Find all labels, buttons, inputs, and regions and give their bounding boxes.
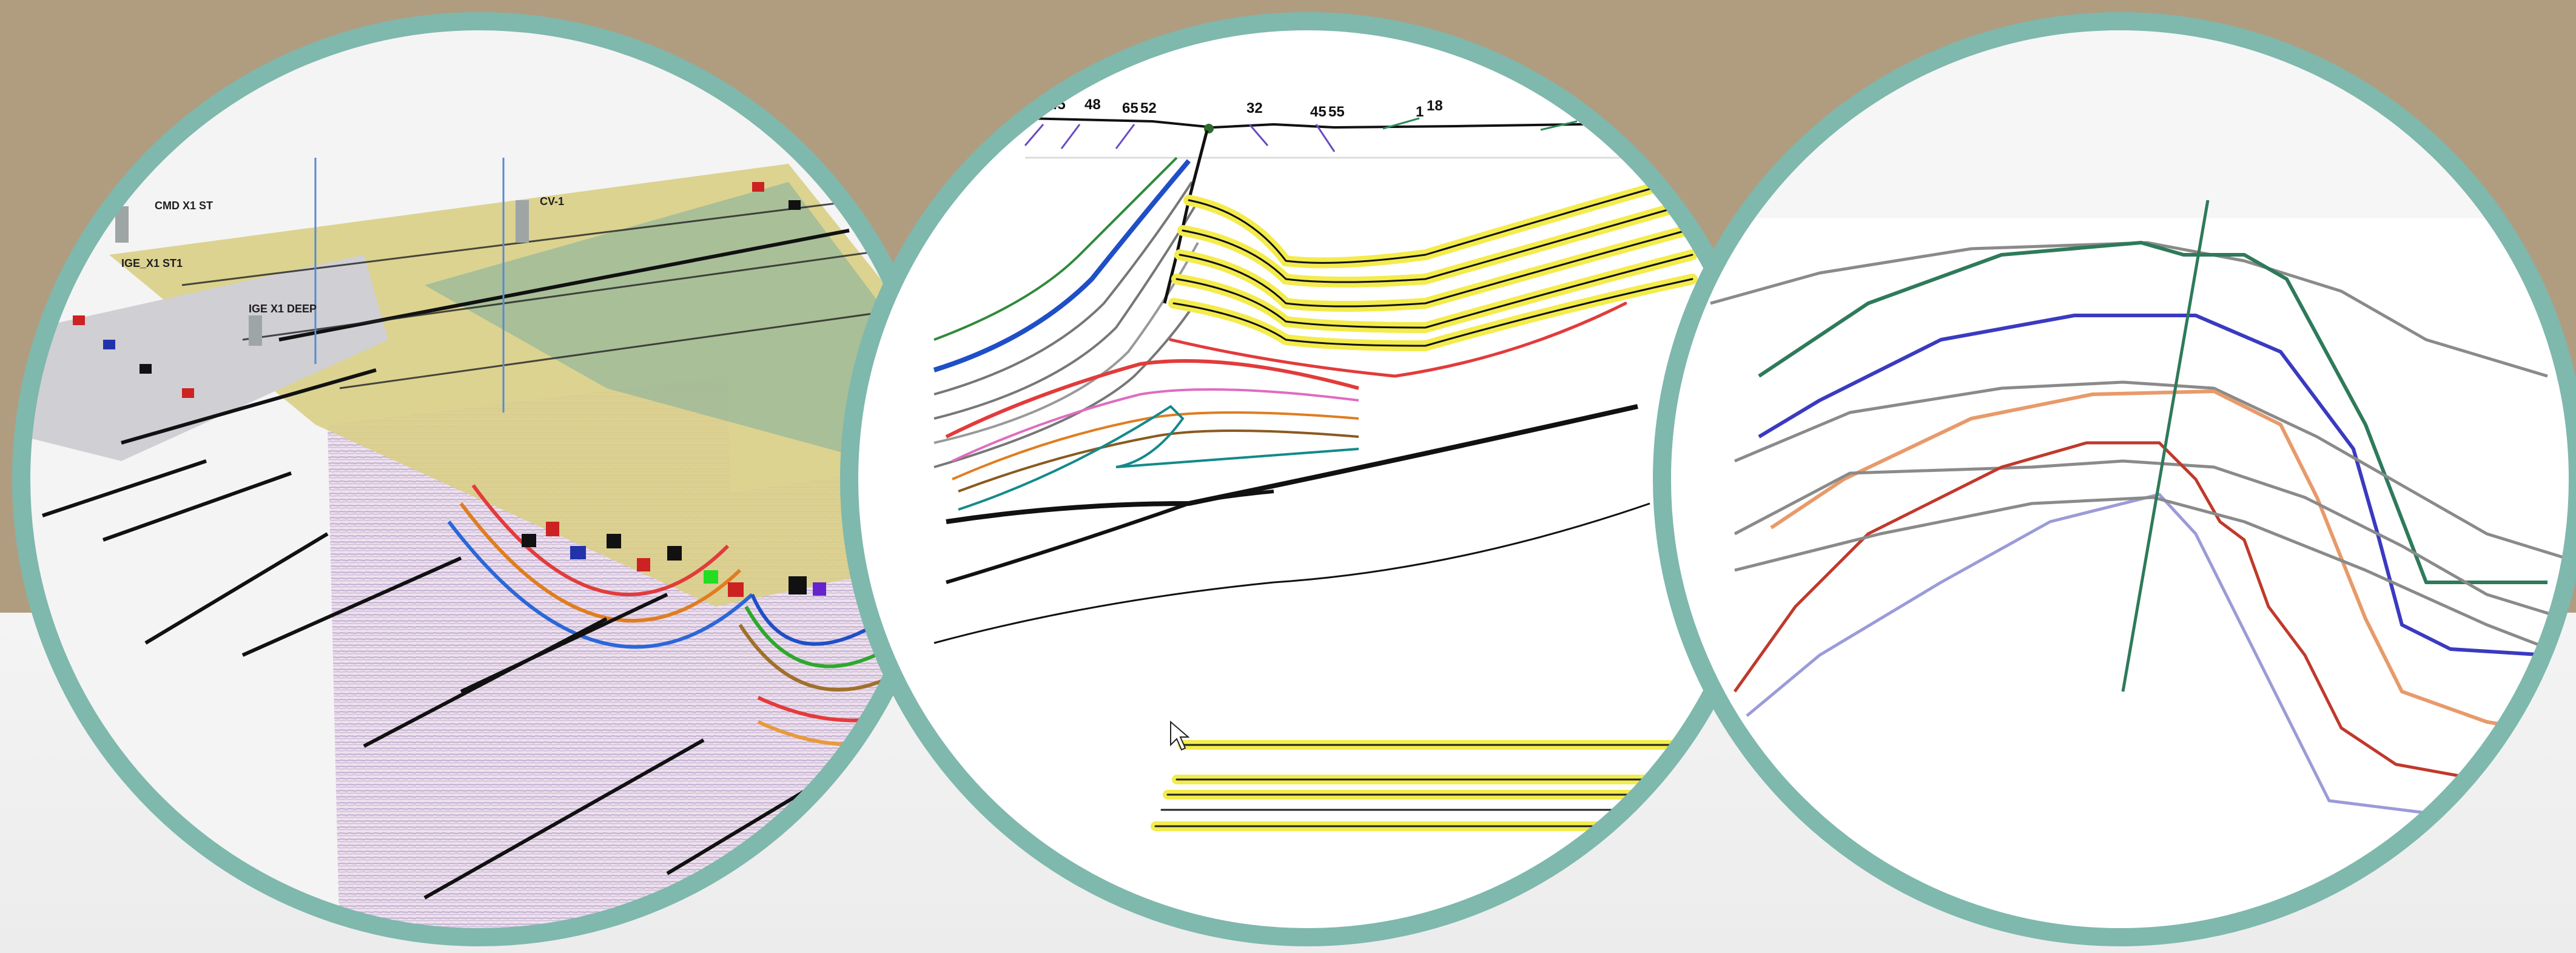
well-label: CMD X1 ST <box>155 200 213 212</box>
horizon-green <box>933 157 1178 341</box>
horizon-red-right <box>1169 301 1627 378</box>
well-pillar <box>115 206 129 243</box>
well-label: IGE X1 DEEP <box>249 303 317 315</box>
dip-label: 1 <box>1416 104 1424 120</box>
fault-stick <box>42 459 207 517</box>
grid-line <box>339 302 937 389</box>
horizon-grey <box>933 302 1196 468</box>
horizon-arc-green <box>744 605 899 668</box>
dip-tick <box>1024 124 1044 146</box>
horizon-arc-red <box>471 484 730 596</box>
horizon-surface-green <box>425 182 934 461</box>
fault-stick <box>144 532 329 645</box>
dip-label: 65 <box>1122 100 1138 116</box>
panel-3d-model: CMD X1 ST CV-1 IGE_X1 ST1 IGE X1 DEEP <box>12 12 946 946</box>
horizon-lavender <box>1746 493 2548 827</box>
mouse-cursor-icon <box>1170 720 1190 751</box>
dip-tick <box>1540 120 1578 131</box>
panel-cross-section: 45 48 65 52 32 45 55 1 18 <box>840 12 1774 946</box>
fault-stick <box>460 593 668 693</box>
horizon-orange <box>952 411 1359 480</box>
horizon-yellow-line <box>1175 254 1693 329</box>
horizon-green <box>1758 241 2547 584</box>
horizon-brown <box>958 429 1359 493</box>
dip-tick <box>1248 124 1269 146</box>
horizon-blue <box>1758 314 2548 657</box>
horizon-arc-blue <box>447 520 754 649</box>
horizon-yellow-line <box>1182 205 1681 283</box>
panel-3-disc <box>1662 21 2576 937</box>
fault-stick <box>102 471 292 542</box>
horizon-arc-blue-2 <box>750 593 887 646</box>
horizon-pink <box>952 388 1359 462</box>
horizon-grey <box>933 242 1199 444</box>
dip-label: 52 <box>1140 100 1157 116</box>
dip-tick <box>1060 124 1081 149</box>
dip-tick <box>1115 124 1135 149</box>
well-label: IGE_X1 ST1 <box>121 257 183 269</box>
horizon-grey-mid <box>1734 380 2566 560</box>
horizon-grey <box>933 205 1196 420</box>
horizon-teal <box>958 405 1359 511</box>
horizon-deep-black <box>946 490 1274 584</box>
panel-3-ring <box>1653 12 2576 946</box>
horizon-grey-bottom <box>1734 496 2566 657</box>
fault-stick <box>241 556 462 657</box>
fault-line <box>2121 200 2210 692</box>
dip-label: 55 <box>1328 104 1345 120</box>
horizon-orange <box>1770 389 2560 736</box>
panel-anticline <box>1653 12 2576 946</box>
dip-label: 32 <box>1246 100 1263 116</box>
fault-stick <box>121 368 377 445</box>
horizon-yellow-line <box>1188 181 1675 264</box>
horizon-deep-thin <box>933 502 1650 644</box>
horizon-blue <box>933 159 1191 372</box>
horizon-yellow-line <box>1172 278 1693 347</box>
fault-stick <box>363 617 608 748</box>
well-label: CV-1 <box>540 195 564 207</box>
dip-label: 18 <box>1427 98 1443 114</box>
well-pillar <box>516 200 529 243</box>
well-pillar <box>249 315 262 346</box>
dip-tick <box>1315 124 1336 152</box>
horizon-red <box>945 359 1359 439</box>
horizon-grey-low <box>1734 459 2566 621</box>
dip-label: 48 <box>1085 96 1101 113</box>
horizon-yellow-line <box>1179 229 1687 308</box>
horizon-arc-orange <box>459 502 742 623</box>
topography-line <box>1024 117 1699 129</box>
fault-stick <box>423 738 705 900</box>
horizon-red <box>1733 441 2548 790</box>
dip-tick <box>1382 117 1420 130</box>
horizon-grey-top <box>1710 241 2548 378</box>
grid-line <box>242 241 937 341</box>
terrain-left <box>24 255 388 461</box>
dip-label: 45 <box>1310 104 1327 120</box>
panel-3-upper-shade <box>1662 21 2576 218</box>
horizon-grey <box>933 181 1193 396</box>
